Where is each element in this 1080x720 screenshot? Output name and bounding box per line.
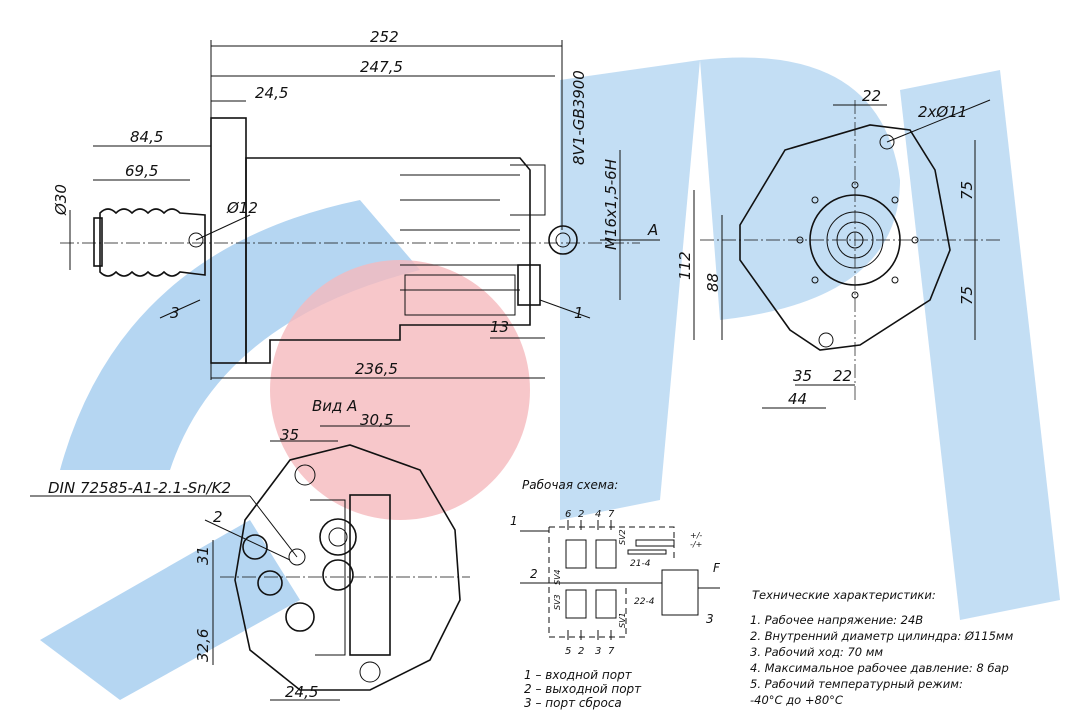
dim-holes: 2xØ11: [918, 103, 967, 121]
dim-247-5: 247,5: [360, 58, 403, 76]
specs-title: Технические характеристики:: [752, 588, 936, 602]
dim-44: 44: [788, 390, 807, 408]
valve-sv4: SV4: [553, 569, 562, 585]
port-2-label: 2: [213, 508, 223, 526]
working-schematic: Рабочая схема: 1 2 3 F 6 2 4 7 5 2 3 7 S…: [510, 478, 721, 710]
view-a: Вид А 35 30,5 DIN 72585-A1-2.1-Sn/K2 2 3…: [30, 397, 470, 701]
bottom-pin: 3: [595, 646, 601, 657]
thread-label: M16x1,5-6H: [602, 159, 620, 250]
dim-35: 35: [793, 367, 812, 385]
dim-75-lower: 75: [958, 286, 976, 305]
terminal-2: -/+: [690, 540, 702, 549]
connector-label: 8V1-GB3900: [570, 70, 588, 165]
dim-84-5: 84,5: [130, 128, 163, 146]
dim-24-5: 24,5: [255, 84, 288, 102]
side-view: 252 247,5 24,5 84,5 69,5 Ø30 Ø12 8V1-GB3…: [52, 28, 660, 380]
dim-75-upper: 75: [958, 181, 976, 200]
top-pin: 2: [578, 509, 584, 520]
dim-30-5: 30,5: [360, 411, 393, 429]
top-pin: 6: [565, 509, 571, 520]
bottom-pin: 2: [578, 646, 584, 657]
spec-item: 1. Рабочее напряжение: 24В: [750, 613, 924, 627]
port-exhaust-label: 3: [706, 612, 714, 626]
watermark-logo: [40, 57, 1060, 700]
view-a-title: Вид А: [312, 397, 357, 415]
dim-88: 88: [704, 273, 722, 292]
spec-item: -40°C до +80°C: [750, 693, 843, 707]
dim-13: 13: [490, 318, 509, 336]
legend-item: 1 – входной порт: [524, 668, 633, 682]
dim-252: 252: [370, 28, 399, 46]
legend-item: 2 – выходной порт: [524, 682, 642, 696]
port-3-label: 3: [170, 304, 180, 322]
dim-236-5: 236,5: [355, 360, 398, 378]
terminal-1: +/-: [690, 531, 702, 540]
signal-22-4: 22-4: [634, 597, 655, 607]
dim-69-5: 69,5: [125, 162, 158, 180]
din-connector-label: DIN 72585-A1-2.1-Sn/K2: [48, 479, 231, 497]
dim-112: 112: [676, 251, 694, 280]
bottom-pin: 5: [565, 646, 571, 657]
dim-view-35: 35: [280, 426, 299, 444]
port-in-label: 1: [510, 514, 518, 528]
spec-item: 2. Внутренний диаметр цилиндра: Ø115мм: [750, 629, 1014, 643]
spec-item: 3. Рабочий ход: 70 мм: [750, 645, 884, 659]
dim-dia-30: Ø30: [52, 184, 70, 216]
spec-item: 5. Рабочий температурный режим:: [750, 677, 963, 691]
dim-22-bottom: 22: [833, 367, 852, 385]
bottom-pin: 7: [608, 646, 615, 657]
view-arrow-label: A: [647, 221, 658, 239]
force-label: F: [713, 561, 721, 575]
dim-view-24-5: 24,5: [285, 683, 318, 701]
front-view: 22 2xØ11 75 75 112 88 35 22 44: [676, 87, 1000, 409]
valve-sv1: SV1: [618, 612, 627, 628]
dim-22-top: 22: [862, 87, 881, 105]
port-out-label: 2: [530, 567, 538, 581]
valve-sv2: SV2: [618, 529, 627, 545]
port-1-label: 1: [574, 304, 584, 322]
signal-21-4: 21-4: [630, 559, 651, 569]
legend-item: 3 – порт сброса: [524, 696, 622, 710]
top-pin: 7: [608, 509, 615, 520]
dim-32-6: 32,6: [194, 629, 212, 662]
top-pin: 4: [595, 509, 601, 520]
valve-sv3: SV3: [553, 594, 562, 610]
spec-item: 4. Максимальное рабочее давление: 8 бар: [750, 661, 1009, 675]
dim-31: 31: [194, 546, 212, 565]
dim-dia-12: Ø12: [226, 199, 258, 217]
schematic-title: Рабочая схема:: [522, 478, 618, 492]
